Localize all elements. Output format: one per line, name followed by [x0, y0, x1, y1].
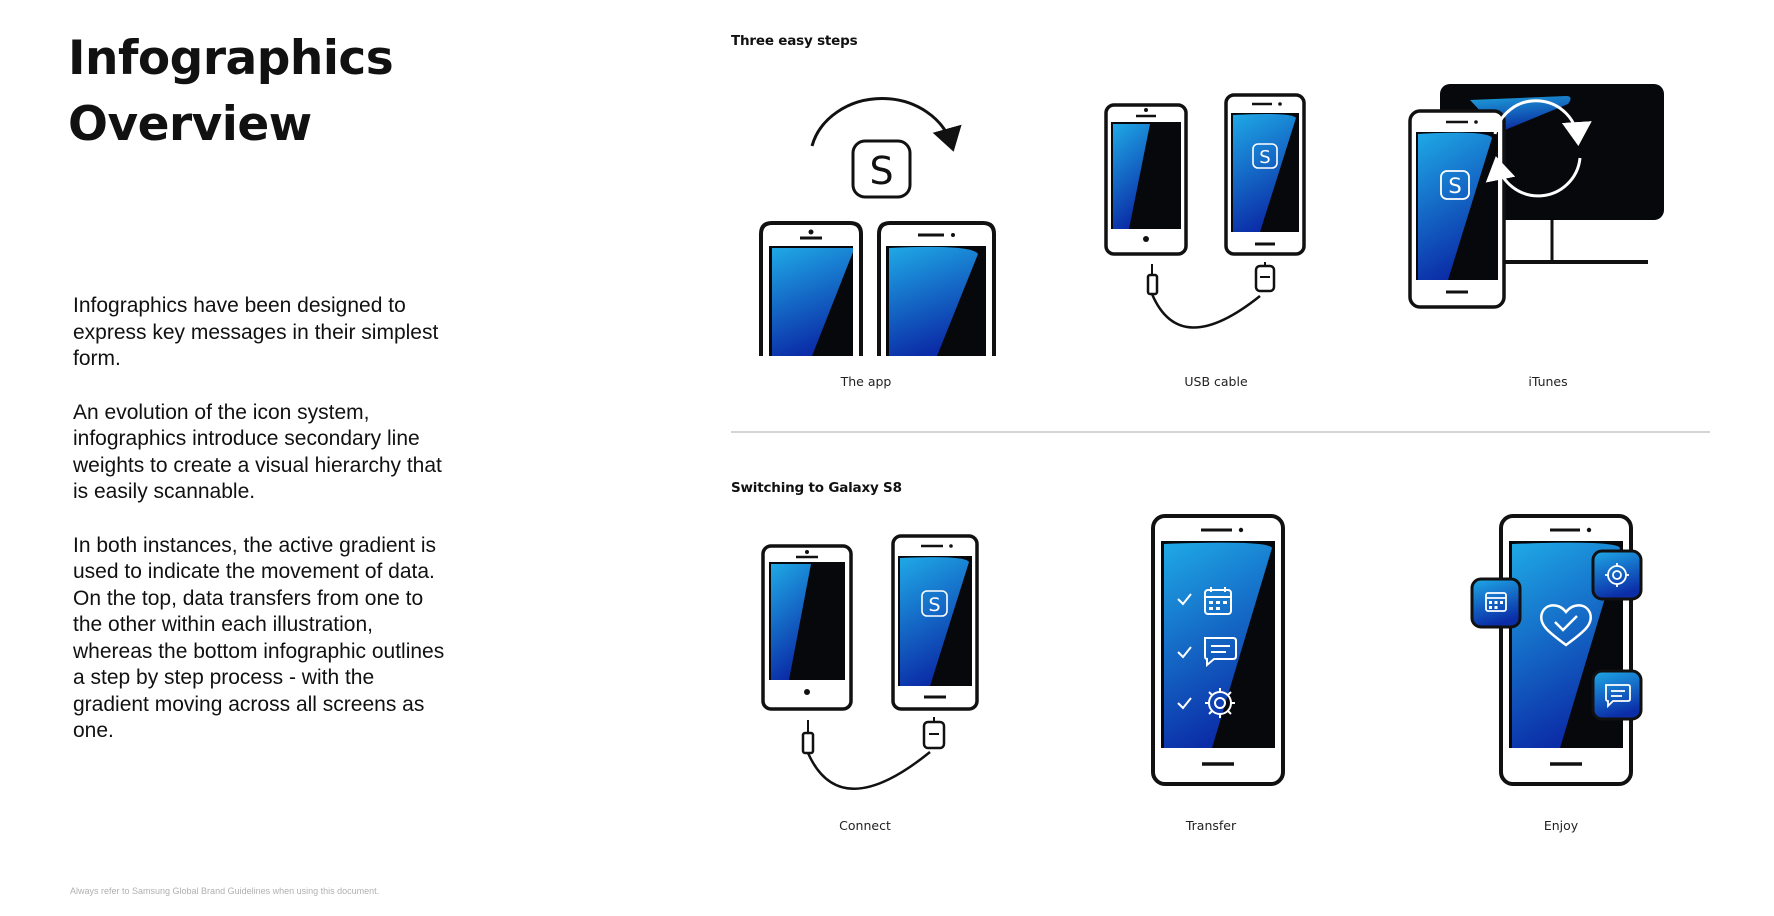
caption-connect: Connect — [839, 818, 891, 833]
title-line-2: Overview — [68, 97, 312, 152]
app-s-icon-small: S — [1252, 143, 1278, 169]
section-label-bottom: Switching to Galaxy S8 — [731, 480, 902, 496]
section-divider — [731, 431, 1710, 433]
illustration-itunes: S — [1408, 84, 1664, 309]
caption-enjoy: Enjoy — [1543, 818, 1579, 833]
paragraph-2: An evolution of the icon system, infogra… — [73, 400, 442, 504]
phone-left — [759, 221, 863, 356]
section-label-top: Three easy steps — [731, 33, 858, 49]
usb-cable-icon — [1146, 262, 1276, 329]
app-s-icon-itunes: S — [1440, 170, 1470, 200]
caption-itunes: iTunes — [1528, 374, 1568, 389]
illustration-enjoy — [1470, 514, 1643, 786]
calendar-icon — [1204, 587, 1232, 615]
phone-right — [877, 221, 996, 356]
message-badge-icon — [1591, 669, 1643, 721]
app-s-icon: S — [851, 139, 912, 199]
illustration-usb-cable: S — [1104, 93, 1306, 329]
svg-text:S: S — [1448, 174, 1461, 198]
settings-icon — [1205, 688, 1235, 718]
svg-text:S: S — [869, 149, 893, 193]
caption-the-app: The app — [840, 374, 892, 389]
svg-text:S: S — [928, 594, 940, 616]
illustration-transfer — [1151, 514, 1285, 786]
phone-iphone — [1104, 103, 1188, 256]
message-icon — [1204, 637, 1237, 668]
phone-galaxy-connect: S — [891, 534, 979, 711]
usb-cable-icon-connect — [801, 717, 946, 790]
phone-iphone-connect — [761, 544, 853, 711]
paragraph-1: Infographics have been designed to expre… — [73, 294, 439, 370]
body-text: Infographics have been designed to expre… — [73, 293, 453, 772]
calendar-badge-icon — [1470, 577, 1522, 629]
switch-arc-icon — [810, 97, 962, 152]
caption-usb-cable: USB cable — [1184, 374, 1248, 389]
svg-text:S: S — [1259, 147, 1270, 168]
app-s-icon-connect: S — [921, 590, 948, 617]
heart-check-icon — [1539, 604, 1593, 647]
illustration-the-app: S — [759, 97, 996, 356]
sync-icon — [1485, 99, 1592, 198]
phone-itunes: S — [1408, 109, 1506, 309]
settings-badge-icon — [1591, 549, 1643, 601]
phone-galaxy: S — [1224, 93, 1306, 256]
footer-note: Always refer to Samsung Global Brand Gui… — [70, 886, 380, 896]
paragraph-3: In both instances, the active gradient i… — [73, 533, 445, 743]
illustration-connect: S — [761, 534, 979, 790]
title-line-1: Infographics — [68, 31, 394, 86]
check-icon — [1177, 593, 1192, 710]
caption-transfer: Transfer — [1185, 818, 1237, 833]
page-title: Infographics Overview — [68, 26, 394, 158]
